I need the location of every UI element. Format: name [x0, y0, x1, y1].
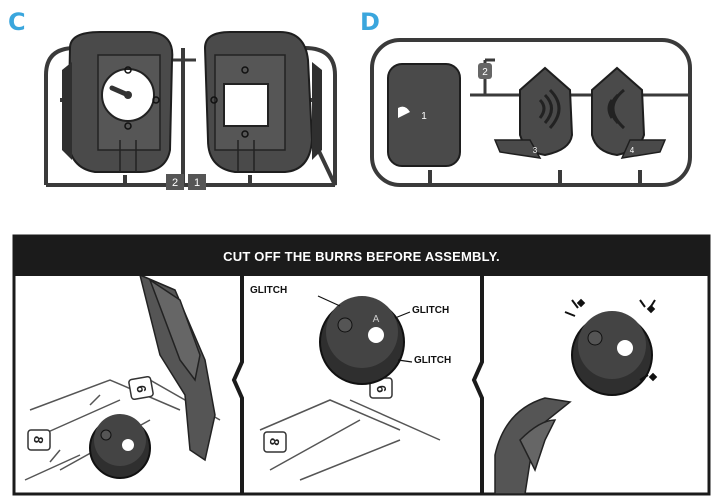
panel-3-scene	[494, 298, 658, 495]
sprue-tag-2-c-text: 2	[172, 177, 178, 189]
sprue-tag-2-c	[166, 174, 184, 190]
sprue-tag-1-c	[188, 174, 206, 190]
sprue-number-6-a: 6	[133, 384, 149, 394]
sprue-number-8-a: 8	[30, 435, 46, 445]
sprue-tag-1-c-text: 1	[194, 177, 200, 189]
sprue-tag-2-d-text: 2	[482, 67, 488, 78]
sprue-number-8-b: 8	[266, 437, 282, 447]
sprue-number-6-b: 6	[373, 384, 389, 394]
section-d-letter: D	[360, 8, 380, 36]
instruction-banner: CUT OFF THE BURRS BEFORE ASSEMBLY.	[14, 236, 709, 276]
gear-mark-a: A	[373, 314, 380, 325]
glitch-callout-right: GLITCH	[412, 305, 450, 316]
sprue-tag-2-d	[478, 63, 492, 79]
panel-divider-2	[471, 276, 484, 494]
part-d3-label: 3	[533, 146, 538, 155]
panel-1-scene: 6 8	[24, 273, 221, 481]
glitch-callout-top: GLITCH	[250, 285, 288, 296]
part-d3-lever	[493, 66, 574, 159]
sprue-d	[370, 38, 692, 187]
shell-part-right	[203, 31, 322, 173]
part-d4-lever	[591, 66, 667, 159]
part-d1-label: 1	[421, 111, 427, 122]
part-d1-cover	[387, 63, 461, 167]
section-c-letter: C	[8, 8, 26, 36]
panel-2-scene: 6 8 A	[259, 295, 441, 481]
shell-part-left	[62, 31, 174, 173]
part-d4-label: 4	[630, 146, 635, 155]
panel-divider-1	[231, 276, 244, 494]
glitch-callout-bottom: GLITCH	[414, 355, 452, 366]
